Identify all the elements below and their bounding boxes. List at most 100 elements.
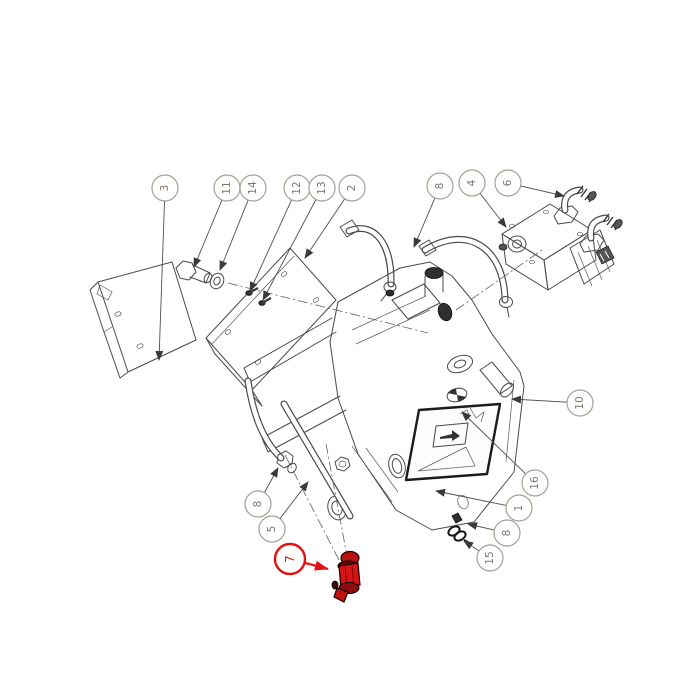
callout-4[interactable]: 4: [458, 169, 507, 228]
hose-outer: [345, 225, 395, 288]
callout-11[interactable]: 11: [193, 174, 241, 268]
balloon-circle[interactable]: [244, 490, 272, 518]
plate-hole: [280, 271, 288, 277]
balloon-circle[interactable]: [308, 174, 336, 202]
balloon-circle[interactable]: [426, 172, 454, 200]
balloon-circle[interactable]: [273, 542, 307, 576]
leader-line: [520, 185, 565, 198]
leader-line: [435, 488, 507, 506]
callout-6[interactable]: 6: [494, 169, 565, 198]
callout-5[interactable]: 5: [258, 481, 309, 543]
balloon-circle[interactable]: [566, 389, 594, 417]
fitting-tip: [333, 587, 349, 603]
leader-line: [262, 199, 317, 301]
tube-part: [280, 400, 354, 520]
grommet-ring-inner: [391, 458, 403, 474]
plate-edge: [211, 255, 295, 345]
balloon-circle[interactable]: [493, 519, 521, 547]
leader-line: [413, 197, 436, 248]
plate-hole: [224, 329, 232, 335]
small-bolt-head: [385, 289, 395, 297]
callout-2[interactable]: 2: [304, 174, 366, 259]
elbow-threads: [576, 185, 595, 203]
balloon-circle[interactable]: [338, 174, 366, 202]
callout-8[interactable]: 8: [467, 519, 521, 547]
bushing-outer: [446, 354, 474, 374]
block-bolt-hole: [543, 209, 549, 215]
side-bracket-part: [89, 261, 197, 379]
post-sides: [424, 271, 444, 297]
washer-outer: [209, 272, 225, 290]
callout-8[interactable]: 8: [413, 172, 454, 248]
balloon-circle[interactable]: [521, 469, 549, 497]
datum-badge-wedge: [447, 388, 457, 395]
callout-14[interactable]: 14: [219, 174, 267, 271]
hose-assembly-lower: [244, 377, 297, 474]
callout-8[interactable]: 8: [244, 467, 279, 518]
balloon-circle[interactable]: [239, 174, 267, 202]
leader-line: [219, 199, 249, 271]
callout-10[interactable]: 10: [511, 389, 594, 417]
grommet-ring-outer: [388, 453, 406, 479]
balloon-circle[interactable]: [476, 544, 504, 572]
bracket-edge: [103, 326, 113, 333]
fitting-nub: [331, 580, 339, 590]
balloon-number: 8: [434, 183, 446, 190]
decal-triangle-graphic: [417, 446, 476, 472]
elbow-bend-core: [588, 215, 609, 241]
washer-inner: [213, 276, 221, 286]
elbow-thread-tip: [613, 219, 623, 229]
hose-fitting-collar: [287, 462, 297, 474]
weldment-brace: [355, 309, 431, 345]
bushing-inner: [453, 359, 467, 369]
balloon-circle[interactable]: [151, 174, 179, 202]
decal-arrow-box: [432, 422, 469, 448]
callout-1[interactable]: 1: [435, 488, 533, 522]
port-stud: [498, 243, 508, 251]
datum-badge-wedge: [457, 395, 467, 402]
balloon-number: 14: [247, 181, 259, 195]
balloon-number: 1: [513, 505, 525, 512]
pocket-plug: [437, 302, 453, 322]
install-dashline: [284, 454, 341, 563]
weldment-rail: [365, 447, 399, 493]
highlighted-fitting-part[interactable]: [331, 550, 361, 603]
balloon-number: 15: [484, 551, 496, 564]
balloon-number: 4: [466, 179, 478, 186]
bolt-shank: [189, 264, 211, 284]
callout-3[interactable]: 3: [151, 174, 179, 361]
bracket-flange: [89, 281, 129, 379]
main-weldment-part: [243, 261, 525, 531]
hose-outer: [244, 377, 285, 462]
callout-15[interactable]: 15: [463, 540, 504, 572]
frame-hole: [457, 494, 469, 510]
balloon-circle[interactable]: [258, 515, 286, 543]
leader-line: [511, 395, 568, 404]
weldment-rail: [351, 445, 393, 503]
bolt-head: [175, 260, 197, 281]
hose-core: [346, 226, 394, 287]
balloon-circle[interactable]: [505, 494, 533, 522]
leader-line: [263, 467, 279, 493]
threaded-stud: [595, 245, 615, 265]
callout-13[interactable]: 13: [262, 174, 336, 301]
bracket-tab: [96, 284, 113, 301]
hex-plug-bore: [338, 460, 347, 468]
block-bolt-hole: [509, 223, 515, 229]
callout-16[interactable]: 16: [461, 411, 549, 497]
callout-7-highlight[interactable]: 7: [273, 542, 329, 576]
clevis-pin-end: [500, 382, 514, 398]
hose-fitting-nut: [499, 296, 513, 308]
valve-axis-dashline: [455, 249, 543, 311]
elbow-threads: [602, 213, 621, 231]
post-cap: [424, 267, 444, 279]
plate-bend-flange: [205, 337, 263, 407]
balloon-circle[interactable]: [494, 169, 522, 197]
block-bolt-hole: [529, 259, 535, 265]
block-right-face: [543, 229, 597, 291]
balloon-number: 2: [346, 185, 358, 192]
balloon-circle[interactable]: [458, 169, 486, 197]
